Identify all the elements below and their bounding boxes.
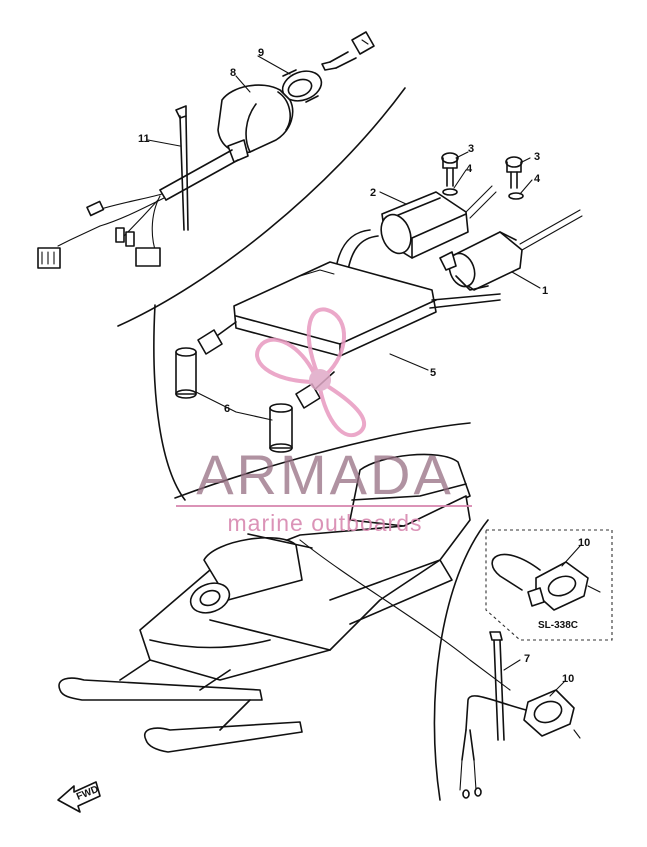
wire-connectors	[37, 200, 161, 269]
ignition-key-part	[321, 31, 375, 71]
cable-tie-part	[175, 105, 189, 231]
callout-7: 7	[524, 653, 530, 665]
part-6-leader	[195, 391, 273, 421]
callout-8: 8	[230, 67, 236, 79]
watermark-brand: ARMADA	[196, 443, 454, 506]
upper-group-divider	[117, 87, 406, 327]
stop-switch-wire	[299, 539, 511, 691]
cdi-unit-part	[233, 261, 501, 357]
callout-2: 2	[370, 187, 376, 199]
callout-1: 1	[542, 285, 548, 297]
right-group-divider	[433, 519, 489, 801]
washer-part-b	[508, 192, 524, 200]
main-switch-part	[217, 84, 294, 163]
variant-box-label: SL-338C	[538, 620, 578, 631]
callout-3b: 3	[534, 151, 540, 163]
second-coil-part	[439, 209, 583, 291]
callout-5: 5	[430, 367, 436, 379]
callout-3a: 3	[468, 143, 474, 155]
callout-10a: 10	[578, 537, 590, 549]
switch-harness-tube	[159, 149, 239, 201]
callout-10b: 10	[562, 673, 574, 685]
plug-cap-part-a	[175, 321, 237, 399]
coil-lead-wire-b	[347, 235, 379, 271]
callout-11: 11	[138, 133, 150, 145]
strap-part	[489, 631, 505, 741]
harness-tube-end	[159, 189, 167, 201]
callout-leaders	[147, 55, 581, 697]
bolt-part-a	[441, 152, 459, 187]
callout-6: 6	[224, 403, 230, 415]
propeller-logo-icon	[255, 307, 367, 438]
ignition-coil-part	[380, 185, 497, 259]
variant-switch-part	[491, 553, 601, 611]
left-group-divider	[153, 304, 186, 501]
callout-4a: 4	[466, 163, 473, 175]
forward-arrow-icon	[57, 781, 101, 813]
watermark-rule	[176, 505, 472, 507]
washer-part-a	[442, 188, 458, 196]
bolt-part-b	[505, 156, 523, 189]
switch-bezel-part	[281, 69, 323, 103]
snowmobile-illustration	[58, 453, 471, 753]
coil-lead-wire	[335, 229, 371, 269]
watermark-tagline: marine outboards	[227, 510, 423, 536]
middle-group-divider	[174, 422, 471, 499]
callout-4b: 4	[534, 173, 541, 185]
stop-switch-part	[459, 689, 581, 799]
variant-box-outline	[485, 529, 613, 641]
callout-9: 9	[258, 47, 264, 59]
